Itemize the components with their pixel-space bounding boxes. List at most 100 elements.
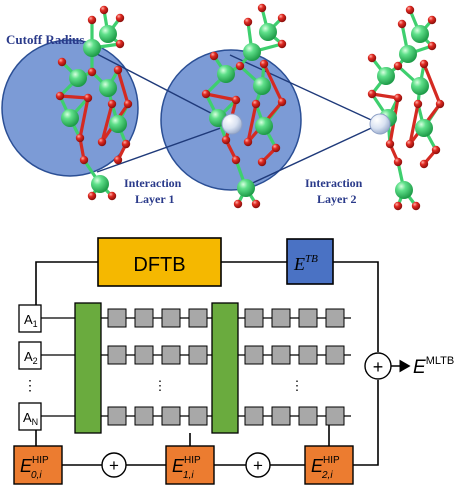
interaction-layer-1-label-line1: Interaction: [124, 176, 182, 190]
bond: [100, 102, 114, 144]
neuron-box: [325, 345, 345, 365]
oxygen-atom: [251, 199, 261, 209]
metal-atom: [217, 65, 235, 83]
neuron-box: [244, 308, 264, 328]
interaction-layer-2-label-line1: Interaction: [305, 176, 363, 190]
hip-term-2: EHIP 2,i: [304, 445, 354, 485]
final-sum-node: +: [364, 352, 392, 380]
etb-box: [286, 238, 334, 285]
neuron-box: [325, 406, 345, 426]
oxygen-atom: [393, 201, 403, 211]
row-ellipsis-1: ⋮: [154, 378, 167, 393]
bond: [78, 96, 90, 140]
svg-text:1,i: 1,i: [183, 470, 194, 481]
svg-text:AN: AN: [23, 410, 38, 427]
molecule-structure-2: [201, 3, 287, 209]
cutoff-radius-label: Cutoff Radius: [6, 32, 84, 47]
oxygen-atom: [243, 17, 253, 27]
neuron-box: [325, 308, 345, 328]
neuron-box: [244, 345, 264, 365]
projection-line: [245, 123, 381, 187]
metal-atom: [237, 179, 255, 197]
oxygen-atom: [243, 137, 253, 147]
interaction-layer-block-1: [74, 302, 102, 434]
hip-term-0: EHIP 0,i: [13, 445, 63, 485]
etb-to-sum-line: [333, 261, 379, 352]
oxygen-atom: [393, 157, 403, 167]
oxygen-atom: [209, 51, 219, 61]
oxygen-atom: [431, 145, 441, 155]
interaction-layer-2-label-line2: Layer 2: [317, 192, 356, 206]
oxygen-atom: [231, 95, 241, 105]
interaction-layer-block-2: [211, 302, 239, 434]
oxygen-atom: [393, 61, 403, 71]
bond: [116, 68, 130, 106]
oxygen-atom: [113, 65, 123, 75]
oxygen-atom: [97, 137, 107, 147]
oxygen-atom: [55, 91, 65, 101]
oxygen-atom: [271, 143, 281, 153]
oxygen-atom: [75, 133, 85, 143]
oxygen-atom: [113, 155, 123, 165]
oxygen-atom: [231, 155, 241, 165]
metal-atom: [395, 181, 413, 199]
metal-atom: [83, 39, 101, 57]
network-rows: [35, 308, 351, 446]
neuron-box: [298, 308, 318, 328]
oxygen-atom: [121, 139, 131, 149]
oxygen-atom: [201, 89, 211, 99]
svg-text:+: +: [109, 456, 119, 475]
row-ellipsis-2: ⋮: [291, 378, 304, 393]
metal-atom: [243, 43, 261, 61]
neuron-box: [271, 308, 291, 328]
neuron-box: [134, 406, 154, 426]
metal-atom: [411, 25, 429, 43]
plus-node-1: +: [101, 452, 127, 478]
molecule-structure-3: [367, 5, 445, 211]
oxygen-atom: [107, 99, 117, 109]
plus-node-2: +: [245, 452, 271, 478]
bond: [58, 94, 90, 100]
svg-text:+: +: [253, 456, 263, 475]
neuron-box: [161, 406, 181, 426]
svg-text:+: +: [373, 357, 384, 377]
metal-atom: [259, 23, 277, 41]
bond: [204, 92, 238, 102]
projection-line: [96, 53, 233, 125]
oxygen-atom: [83, 93, 93, 103]
svg-text:EHIP: EHIP: [172, 455, 201, 476]
neuron-box: [134, 345, 154, 365]
atom-input-ellipsis: ⋮: [23, 377, 37, 393]
metal-atom: [69, 69, 87, 87]
neuron-box: [161, 345, 181, 365]
oxygen-atom: [413, 99, 423, 109]
oxygen-atom: [57, 57, 67, 67]
oxygen-atom: [427, 15, 437, 25]
oxygen-atom: [107, 191, 117, 201]
oxygen-atom: [277, 13, 287, 23]
atom-input-a2: A2: [18, 341, 42, 370]
neuron-box: [161, 308, 181, 328]
oxygen-atom: [123, 99, 133, 109]
neuron-box: [107, 406, 127, 426]
metal-atom: [99, 79, 117, 97]
oxygen-atom: [419, 59, 429, 69]
svg-text:A1: A1: [24, 312, 38, 329]
neuron-box: [107, 308, 127, 328]
oxygen-atom: [221, 135, 231, 145]
neuron-box: [188, 345, 208, 365]
dftb-label: DFTB: [133, 254, 185, 276]
oxygen-atom: [259, 59, 269, 69]
neuron-box: [298, 345, 318, 365]
hip-to-sum-line: [351, 380, 379, 466]
oxygen-atom: [393, 93, 403, 103]
hip-term-1: EHIP 1,i: [165, 445, 215, 485]
neuron-box: [188, 406, 208, 426]
atom-input-an: AN: [18, 402, 42, 431]
central-atom-2: [369, 113, 391, 135]
neuron-box: [244, 406, 264, 426]
interaction-layer-1-label-line2: Layer 1: [135, 192, 174, 206]
oxygen-atom: [87, 191, 97, 201]
interaction-layers-panel: Cutoff Radius Interaction Layer 1 Intera…: [1, 3, 445, 211]
